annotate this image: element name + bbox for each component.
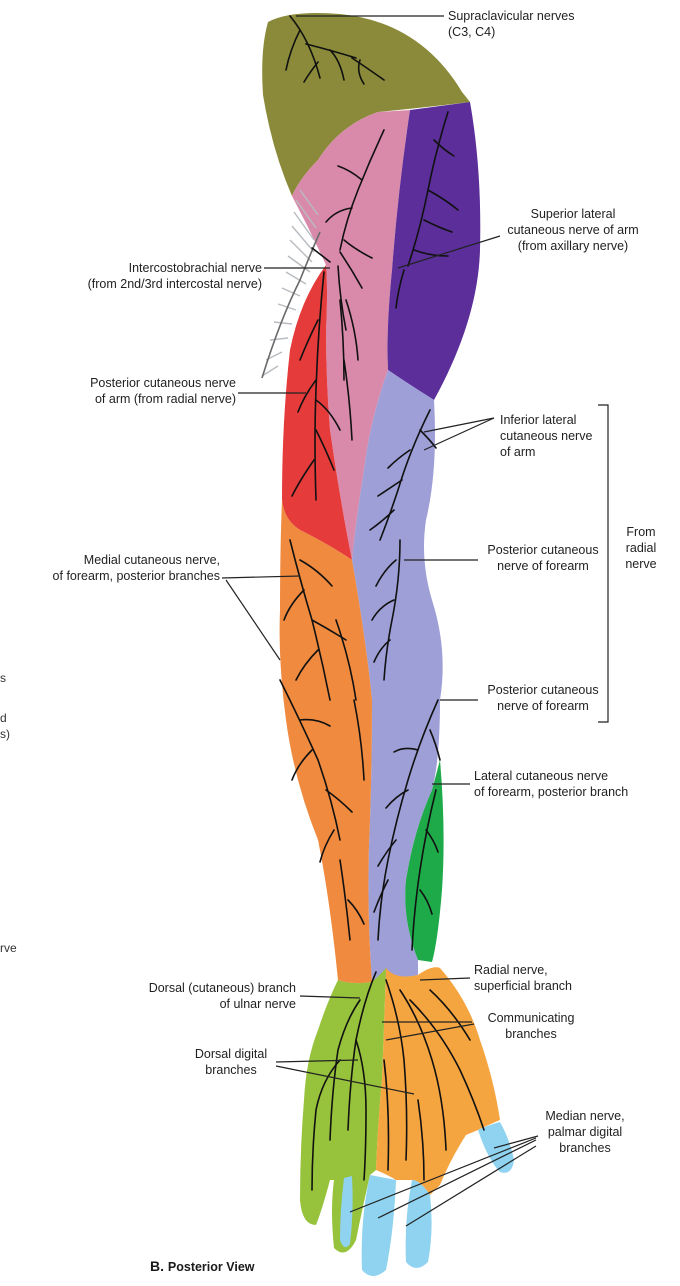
label-from-radial: From radial nerve <box>616 524 666 572</box>
label-posterior-forearm-2: Posterior cutaneous nerve of forearm <box>468 682 618 714</box>
leader-medial-forearm-2 <box>226 580 280 660</box>
label-medial-forearm: Medial cutaneous nerve, of forearm, post… <box>4 552 220 584</box>
label-supraclavicular: Supraclavicular nerves (C3, C4) <box>448 8 574 40</box>
label-superior-lateral: Superior lateral cutaneous nerve of arm … <box>498 206 648 254</box>
edge-fragment: s <box>0 670 6 686</box>
edge-fragment: s) <box>0 726 10 742</box>
label-posterior-forearm-1: Posterior cutaneous nerve of forearm <box>468 542 618 574</box>
label-dorsal-ulnar: Dorsal (cutaneous) branch of ulnar nerve <box>90 980 296 1012</box>
figure-caption: B. Posterior View <box>150 1258 255 1274</box>
label-median-palmar: Median nerve, palmar digital branches <box>530 1108 640 1156</box>
label-posterior-arm: Posterior cutaneous nerve of arm (from r… <box>30 375 236 407</box>
edge-fragment: rve <box>0 940 17 956</box>
label-intercostobrachial: Intercostobrachial nerve (from 2nd/3rd i… <box>20 260 262 292</box>
caption-letter: B. <box>150 1258 164 1274</box>
region-median-middle <box>362 1175 396 1276</box>
caption-text: Posterior View <box>168 1260 255 1274</box>
label-dorsal-digital: Dorsal digital branches <box>176 1046 286 1078</box>
edge-fragment: d <box>0 710 7 726</box>
label-communicating: Communicating branches <box>476 1010 586 1042</box>
label-radial-superficial: Radial nerve, superficial branch <box>474 962 572 994</box>
label-lateral-forearm: Lateral cutaneous nerve of forearm, post… <box>474 768 628 800</box>
label-inferior-lateral: Inferior lateral cutaneous nerve of arm <box>500 412 592 460</box>
